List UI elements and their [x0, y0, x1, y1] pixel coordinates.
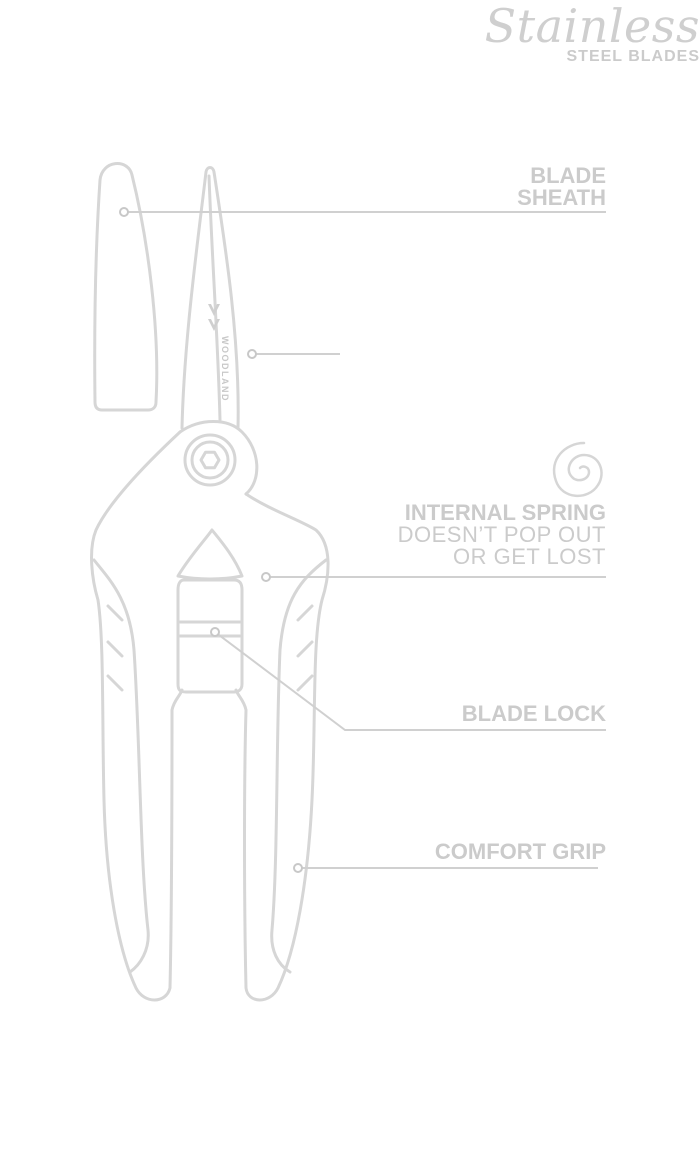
dot-comfort-grip	[293, 863, 303, 873]
spiral-icon	[552, 441, 603, 497]
hex-bolt-icon	[199, 450, 221, 470]
left-grip-inner	[92, 558, 150, 974]
dot-internal-spring	[261, 572, 271, 582]
pivot-bolt-outer	[183, 433, 237, 487]
stainless-subtitle: STEEL BLADES	[566, 48, 700, 65]
internal-spring-title: INTERNAL SPRING	[404, 500, 606, 525]
blade-edge	[207, 174, 222, 422]
dot-blade-lock	[210, 627, 220, 637]
brand-name: WOODLAND	[220, 336, 230, 402]
stainless-script-title: Stainless	[484, 0, 700, 53]
blade-sheath-line2: SHEATH	[517, 185, 606, 210]
callout-blade-sheath: BLADE SHEATH	[517, 165, 606, 209]
dot-blade-sheath	[119, 207, 129, 217]
right-handle	[234, 492, 330, 1002]
callout-internal-spring: INTERNAL SPRING DOESN’T POP OUT OR GET L…	[398, 502, 606, 568]
callout-stainless: Stainless STEEL BLADES	[0, 0, 700, 66]
blade-lock-block	[176, 578, 244, 694]
internal-spring-line2: DOESN’T POP OUT	[397, 522, 606, 547]
pivot-head	[178, 420, 259, 496]
internal-spring-line3: OR GET LOST	[452, 544, 606, 569]
woodland-w-icon	[208, 304, 220, 331]
callout-blade-lock: BLADE LOCK	[462, 703, 606, 725]
right-grip-inner	[270, 558, 328, 974]
right-grip-ridges	[296, 604, 314, 692]
leader-blade-lock	[214, 631, 606, 731]
comfort-grip-title: COMFORT GRIP	[434, 839, 606, 864]
blade-sheath-line1: BLADE	[530, 163, 606, 188]
blade-sheath	[93, 162, 159, 412]
dot-stainless	[247, 349, 257, 359]
blade	[180, 166, 240, 430]
left-grip-ridges	[106, 604, 124, 692]
left-handle	[90, 430, 184, 1002]
handle-crotch	[176, 528, 244, 581]
blade-lock-title: BLADE LOCK	[461, 701, 606, 726]
pivot-bolt-inner	[190, 440, 230, 480]
callout-comfort-grip: COMFORT GRIP	[435, 841, 606, 863]
